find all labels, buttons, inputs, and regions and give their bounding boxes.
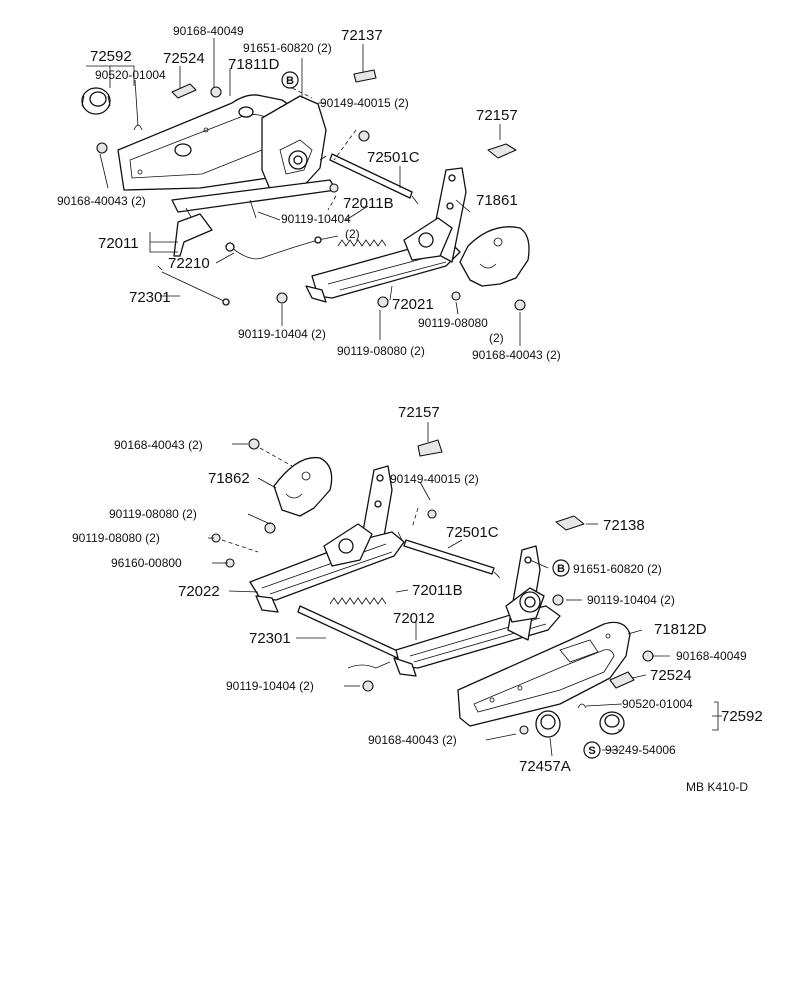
rod-72301-bottom xyxy=(297,605,405,661)
cover-71861 xyxy=(459,226,530,287)
label-72011b-top: 72011B xyxy=(343,195,394,212)
label-71812d: 71812D xyxy=(654,621,707,638)
label-96160-00800: 96160-00800 xyxy=(111,556,182,570)
label-72301-bottom: 72301 xyxy=(249,630,291,647)
cap-72524-top xyxy=(171,83,197,99)
label-90168-40043-top-left: 90168-40043 (2) xyxy=(57,194,146,208)
clip-72137 xyxy=(353,69,377,83)
label-72501c-top: 72501C xyxy=(367,149,420,166)
label-90119-08080-top-right: 90119-08080 xyxy=(418,316,488,330)
part-labels: 90168-40049 72137 72592 72524 91651-6082… xyxy=(57,24,763,794)
label-71861: 71861 xyxy=(476,192,518,209)
label-72021: 72021 xyxy=(392,296,434,313)
label-90168-40049-bottom: 90168-40049 xyxy=(676,649,747,663)
label-qty-top-2: (2) xyxy=(489,331,504,345)
clip-72138 xyxy=(555,515,585,531)
label-72457a: 72457A xyxy=(519,758,571,775)
label-90119-10404-bottom-right: 90119-10404 (2) xyxy=(587,593,675,607)
label-90149-40015-bottom: 90149-40015 (2) xyxy=(390,472,479,486)
fasteners-bottom xyxy=(211,438,654,735)
label-qty-top-1: (2) xyxy=(345,227,360,241)
cover-71862 xyxy=(273,456,333,517)
label-90168-40043-top-right: 90168-40043 (2) xyxy=(472,348,561,362)
label-72592-top: 72592 xyxy=(90,48,132,65)
rod-72301-top xyxy=(157,265,227,303)
label-72137: 72137 xyxy=(341,27,383,44)
label-72301-top: 72301 xyxy=(129,289,171,306)
label-72138: 72138 xyxy=(603,517,645,534)
label-90119-08080-bottom-b: 90119-08080 (2) xyxy=(72,531,160,545)
clip-72157-bottom xyxy=(417,439,443,457)
label-91651-60820-bottom: 91651-60820 (2) xyxy=(573,562,662,576)
marker-b-bottom: B xyxy=(552,559,570,577)
knob-72457a xyxy=(535,710,561,738)
knob-72592-bottom xyxy=(599,711,625,735)
label-90520-01004-bottom: 90520-01004 xyxy=(622,697,693,711)
cap-72524-bottom xyxy=(609,671,635,689)
label-90119-08080-bottom-a: 90119-08080 (2) xyxy=(109,507,197,521)
diagram-code: MB K410-D xyxy=(686,780,748,794)
label-71862: 71862 xyxy=(208,470,250,487)
label-90119-08080-top-bottom: 90119-08080 (2) xyxy=(337,344,425,358)
label-91651-60820-top: 91651-60820 (2) xyxy=(243,41,332,55)
label-72022: 72022 xyxy=(178,583,220,600)
seat-track-bottom-left xyxy=(249,531,405,601)
label-90168-40043-bottom-top: 90168-40043 (2) xyxy=(114,438,203,452)
label-72524-bottom: 72524 xyxy=(650,667,692,684)
label-72011b-bottom: 72011B xyxy=(412,582,463,599)
svg-text:S: S xyxy=(588,745,595,757)
marker-s-bottom: S xyxy=(583,741,601,759)
top-assembly xyxy=(81,69,530,311)
label-72011: 72011 xyxy=(98,235,139,252)
label-90119-10404-bottom-left: 90119-10404 (2) xyxy=(226,679,314,693)
label-90149-40015-top: 90149-40015 (2) xyxy=(320,96,409,110)
label-72157-bottom: 72157 xyxy=(398,404,440,421)
label-93249-54006: 93249-54006 xyxy=(605,743,676,757)
recliner-plate-top xyxy=(261,95,327,195)
label-71811d: 71811D xyxy=(228,56,280,73)
svg-text:B: B xyxy=(286,75,294,87)
label-72012: 72012 xyxy=(393,610,435,627)
label-72157-top: 72157 xyxy=(476,107,518,124)
label-90520-01004-top: 90520-01004 xyxy=(95,68,166,82)
spring-72011b-top xyxy=(337,239,387,247)
label-72210: 72210 xyxy=(168,255,210,272)
svg-text:B: B xyxy=(557,563,565,575)
fasteners-top xyxy=(96,86,526,311)
label-72592-bottom: 72592 xyxy=(721,708,763,725)
clip-72157-top xyxy=(487,143,517,159)
knob-72592-top xyxy=(81,87,111,115)
bottom-assembly xyxy=(211,438,654,738)
marker-b-top: B xyxy=(281,71,299,89)
lever-72011 xyxy=(173,213,213,257)
label-72501c-bottom: 72501C xyxy=(446,524,499,541)
label-72524-top: 72524 xyxy=(163,50,205,67)
label-90119-10404-top: 90119-10404 xyxy=(281,212,351,226)
leaders-top xyxy=(86,38,521,346)
label-90119-10404-top-bottom: 90119-10404 (2) xyxy=(238,327,326,341)
label-90168-40049-top: 90168-40049 xyxy=(173,24,244,38)
leaders-bottom xyxy=(208,422,722,757)
rod-72501c-bottom xyxy=(403,539,495,575)
label-90168-40043-bottom: 90168-40043 (2) xyxy=(368,733,457,747)
spring-72011b-bottom xyxy=(329,597,387,605)
cable-72210 xyxy=(231,235,339,260)
rod-72501c-top xyxy=(329,153,413,199)
